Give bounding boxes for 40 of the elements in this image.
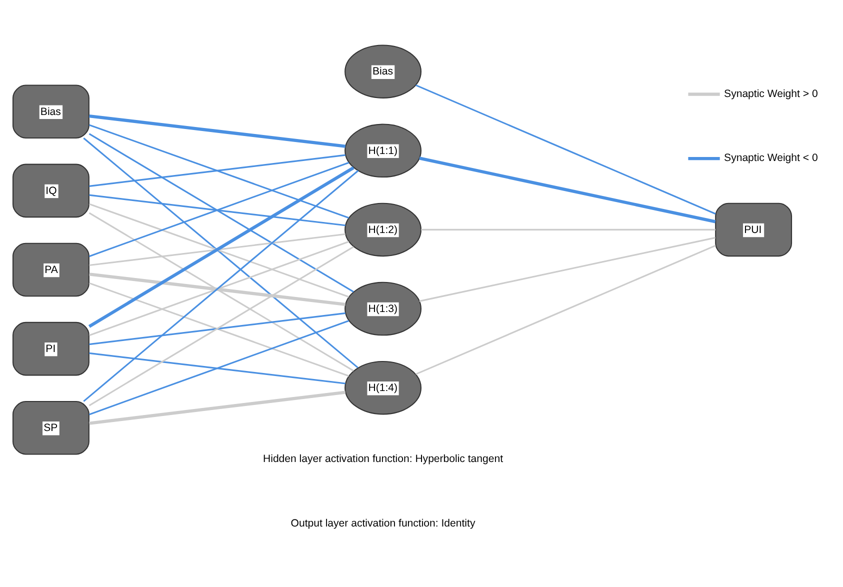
connector [89,232,346,266]
label: Hidden layer activation function: Hyperbolic tangent [263,452,504,465]
node-box: Bias [12,84,90,138]
connector [88,166,354,328]
node-box: IQ [12,163,90,218]
node-ellipse: H(1:4) [344,360,422,414]
label: Output layer activation function: Identity [290,516,476,529]
connector [83,170,359,402]
connector [416,84,716,214]
legend-label: Synaptic Weight > 0 [724,87,818,100]
connector [88,282,350,376]
node-box: PA [12,242,90,296]
connector [89,390,346,424]
connector [88,240,350,336]
connector [419,156,716,223]
connector [419,236,716,302]
connector [89,154,346,186]
connector [88,202,350,298]
node-ellipse: H(1:3) [344,281,422,336]
node-ellipse: H(1:1) [344,123,422,178]
connector [88,124,350,218]
node-ellipse: H(1:2) [344,202,422,256]
connector [89,194,346,226]
connector [89,114,346,148]
connector [83,137,358,368]
connector [88,161,350,257]
connector [89,352,346,384]
legend-label: Synaptic Weight < 0 [724,152,818,164]
connector [416,244,716,374]
node-box: PUI [715,202,792,256]
connector [88,132,354,292]
connector [89,272,346,306]
connector [88,212,354,371]
node-ellipse: Bias [344,44,422,98]
connector [421,228,716,230]
node-box: SP [12,400,90,454]
connector [89,312,346,345]
connector [88,246,354,406]
node-box: PI [12,321,90,376]
connector [88,319,350,415]
